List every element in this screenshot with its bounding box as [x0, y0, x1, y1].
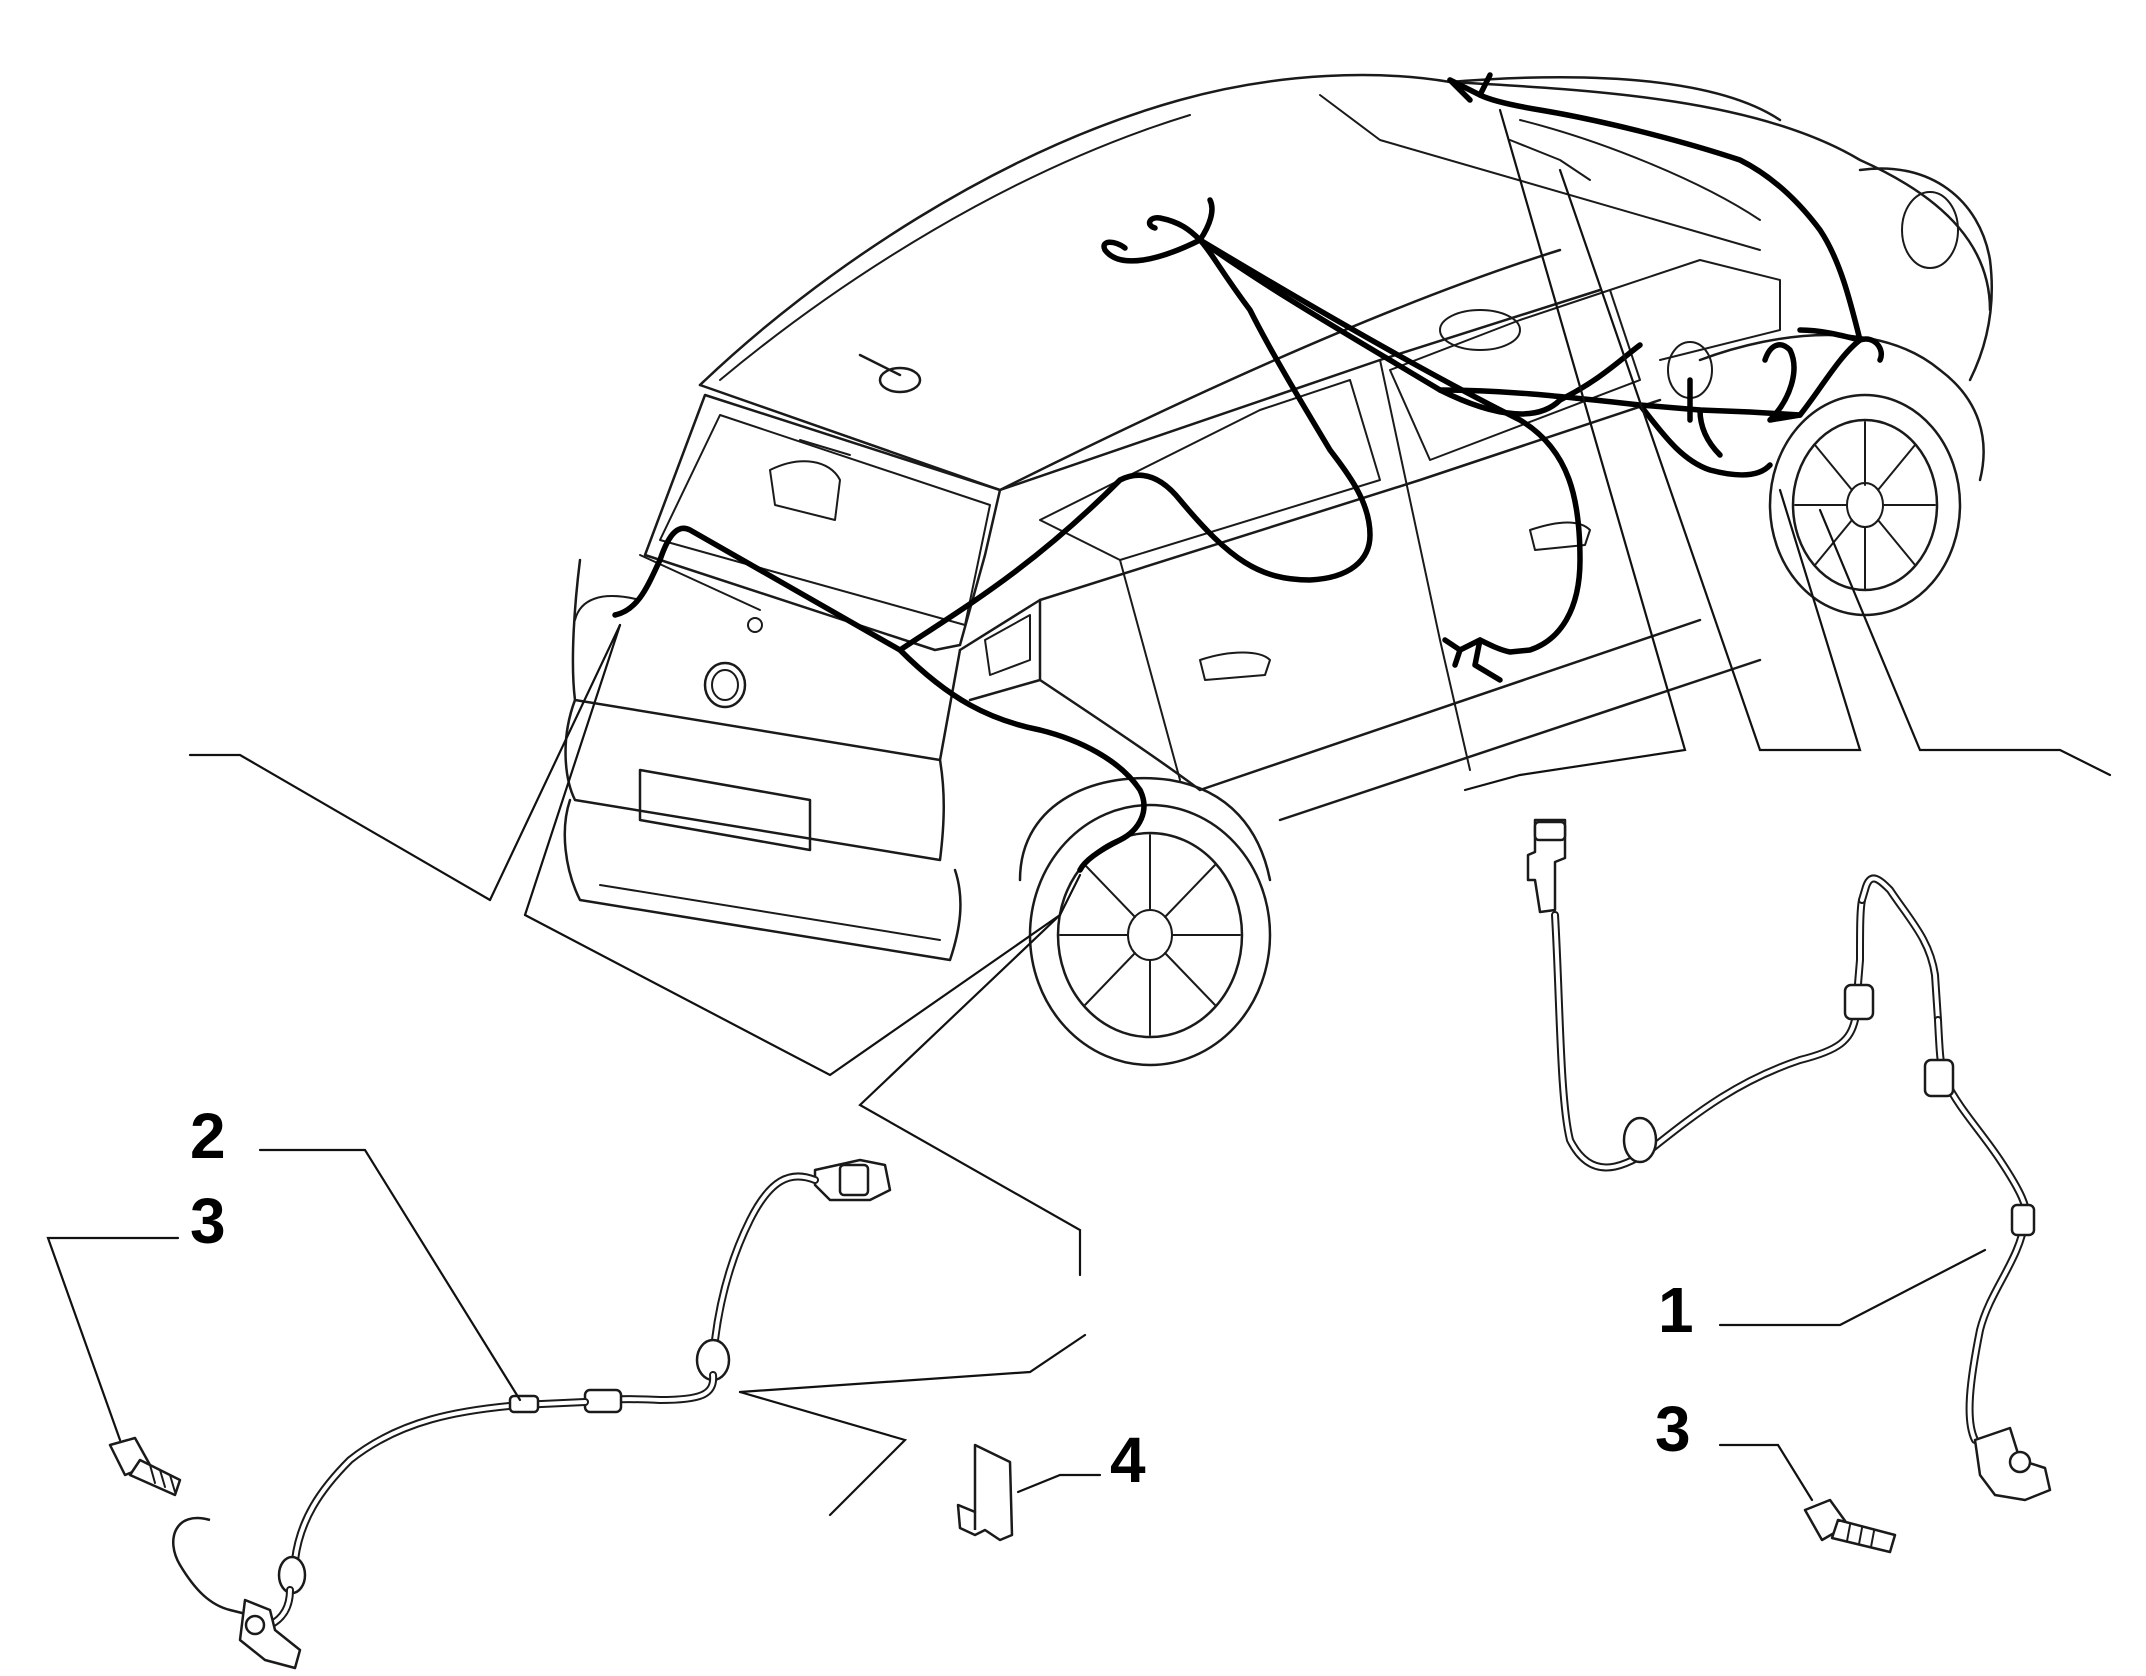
detail-frames	[188, 108, 2112, 1277]
car-outline	[563, 73, 1994, 962]
callout-3-right: 3	[1655, 1393, 1691, 1465]
callout-3-left: 3	[190, 1185, 226, 1257]
part-1-front-sensor-cable	[1526, 818, 2052, 1502]
rear-wheel	[1018, 776, 1272, 1067]
wiring-harness	[612, 72, 1884, 873]
callout-2: 2	[190, 1100, 226, 1172]
callout-4: 4	[1110, 1424, 1146, 1496]
callout-leaders	[46, 1148, 1987, 1517]
part-3-screw-right	[1803, 1498, 1897, 1554]
callout-1: 1	[1658, 1274, 1694, 1346]
front-wheel	[1768, 393, 1962, 617]
part-2-rear-sensor-cable	[172, 1158, 892, 1670]
part-4-bracket	[956, 1443, 1014, 1542]
callout-numbers: 2 3 1 3 4	[190, 1100, 1694, 1496]
part-3-screw-left	[108, 1436, 182, 1497]
